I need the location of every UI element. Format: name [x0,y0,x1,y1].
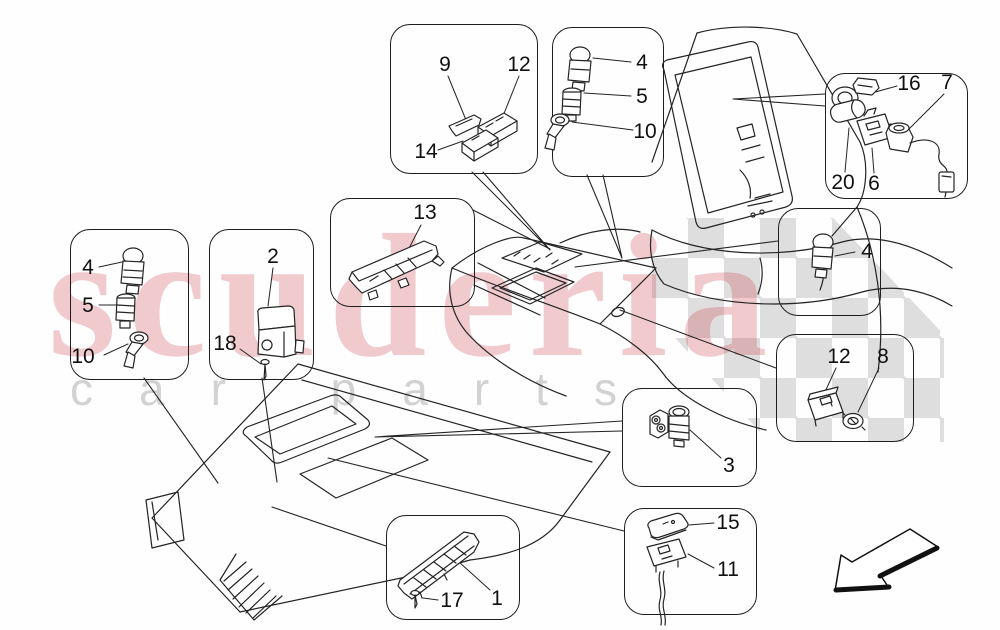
part-number-label: 12 [827,345,851,368]
part-number-label: 14 [414,140,438,163]
part-number-label: 17 [440,589,464,612]
part-number-label: 7 [941,71,953,94]
callout-box-switch-2 [209,229,314,380]
part-number-label: 10 [71,345,95,368]
callout-box-usb-15-11 [624,508,757,615]
part-number-label: 9 [439,53,451,76]
part-number-label: 1 [491,587,503,610]
part-number-label: 5 [636,85,648,108]
part-number-label: 15 [716,511,740,534]
callout-box-switches-9-12-14 [390,24,538,174]
callout-box-panel-13 [330,198,475,307]
callout-box-switch-12-8 [776,334,914,442]
part-number-label: 2 [267,245,279,268]
part-number-label: 4 [82,256,94,279]
part-number-label: 20 [831,171,855,194]
part-number-label: 11 [717,558,739,581]
part-number-label: 4 [636,51,648,74]
part-number-label: 6 [868,172,880,195]
callout-box-part-3 [622,388,757,487]
part-number-label: 12 [507,53,531,76]
part-number-label: 10 [633,120,657,143]
part-number-label: 18 [213,332,237,355]
part-number-label: 5 [82,294,94,317]
part-number-label: 13 [413,201,437,224]
part-number-label: 4 [861,240,873,263]
part-number-label: 8 [877,345,889,368]
part-number-label: 16 [897,72,921,95]
part-number-label: 3 [723,454,735,477]
callout-box-front-lamp [70,229,189,380]
